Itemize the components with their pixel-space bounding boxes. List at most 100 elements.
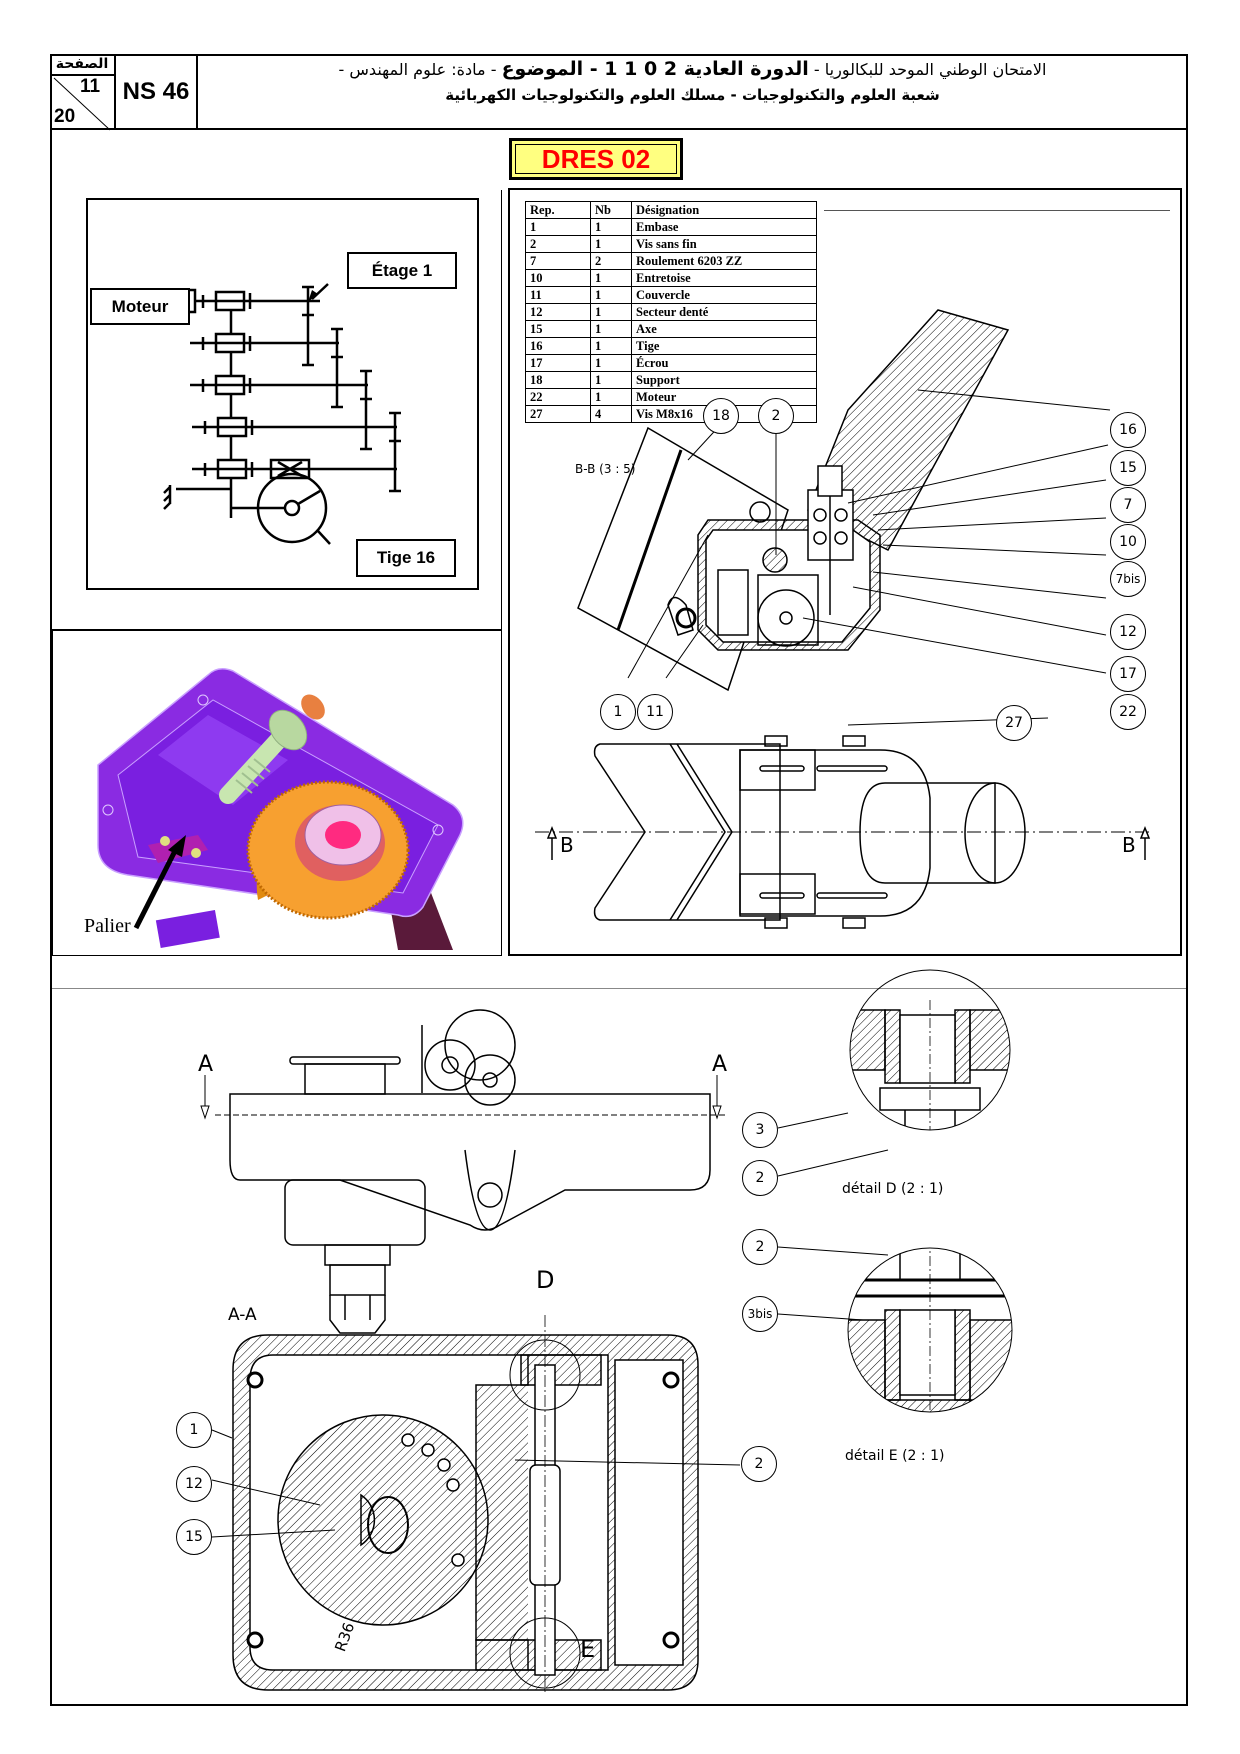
front-view-drawing bbox=[200, 1009, 728, 1266]
cut-a-left: A bbox=[198, 1052, 214, 1077]
cell: Roulement 6203 ZZ bbox=[631, 252, 817, 270]
title-subject-label: الموضوع bbox=[501, 58, 584, 80]
page-total: 20 bbox=[54, 106, 76, 127]
cell: 1 bbox=[590, 269, 632, 287]
cell: Secteur denté bbox=[631, 303, 817, 321]
bubble-16: 16 bbox=[1110, 412, 1146, 448]
bubble-aa-15: 15 bbox=[176, 1519, 212, 1555]
section-bb-drawing bbox=[577, 309, 1111, 726]
cell: 17 bbox=[525, 354, 591, 372]
document-title: DRES 02 bbox=[509, 138, 683, 180]
bubble-27: 27 bbox=[996, 705, 1032, 741]
bubble-17: 17 bbox=[1110, 656, 1146, 692]
cell: 1 bbox=[590, 286, 632, 304]
arrow-icon bbox=[308, 290, 318, 302]
section-aa-title: A-A bbox=[228, 1305, 257, 1325]
cell: 4 bbox=[590, 405, 632, 423]
cell: Vis sans fin bbox=[631, 235, 817, 253]
cell: 18 bbox=[525, 371, 591, 389]
section-bb-panel bbox=[508, 188, 1182, 956]
bubble-18: 18 bbox=[703, 398, 739, 434]
col-nb: Nb bbox=[590, 201, 632, 219]
detail-e-letter: E bbox=[580, 1635, 596, 1663]
cell: Couvercle bbox=[631, 286, 817, 304]
label-tige-16: Tige 16 bbox=[356, 539, 456, 577]
cell: 7 bbox=[525, 252, 591, 270]
detail-d-caption: détail D (2 : 1) bbox=[842, 1181, 944, 1197]
bubble-7bis: 7bis bbox=[1110, 561, 1146, 597]
bubble-15: 15 bbox=[1110, 450, 1146, 486]
cell: Tige bbox=[631, 337, 817, 355]
section-bb-title: B-B (3 : 5) bbox=[575, 462, 636, 476]
kinematic-panel bbox=[52, 190, 502, 630]
cable-gland bbox=[329, 1264, 386, 1334]
cut-a-right: A bbox=[712, 1052, 728, 1077]
page-number-box: الصفحة 11 20 bbox=[50, 54, 116, 131]
cell: 1 bbox=[590, 337, 632, 355]
title-session: الدورة العادية bbox=[683, 58, 809, 80]
section-aa-drawing bbox=[232, 1315, 699, 1695]
bubble-10: 10 bbox=[1110, 524, 1146, 560]
kinematic-diagram-box bbox=[86, 198, 479, 590]
detail-leaders bbox=[777, 1112, 889, 1321]
title-year: 2 0 1 1 - bbox=[583, 58, 684, 80]
cell: 2 bbox=[525, 235, 591, 253]
cell: 15 bbox=[525, 320, 591, 338]
col-designation: Désignation bbox=[631, 201, 817, 219]
bubble-2: 2 bbox=[758, 398, 794, 434]
bubble-e-3bis: 3bis bbox=[742, 1296, 778, 1332]
top-view-drawing bbox=[535, 735, 1151, 929]
bubble-1: 1 bbox=[600, 694, 636, 730]
kinematic-diagram bbox=[163, 283, 401, 545]
divider bbox=[52, 988, 1186, 989]
render-3d-image bbox=[97, 668, 464, 950]
exam-title-line2: شعبة العلوم والتكنولوجيات - مسلك العلوم … bbox=[445, 86, 940, 104]
cut-b-left: B bbox=[560, 833, 574, 857]
cell: 1 bbox=[590, 354, 632, 372]
cell: 11 bbox=[525, 286, 591, 304]
render-3d-panel bbox=[50, 630, 502, 956]
bubble-d-2: 2 bbox=[742, 1160, 778, 1196]
bubble-11: 11 bbox=[637, 694, 673, 730]
col-rep: Rep. bbox=[525, 201, 591, 219]
bubble-22: 22 bbox=[1110, 694, 1146, 730]
bubble-7: 7 bbox=[1110, 487, 1146, 523]
exam-title-line1: الامتحان الوطني الموحد للبكالوريا - الدو… bbox=[205, 58, 1180, 80]
exam-code: NS 46 bbox=[116, 54, 198, 130]
title-prefix: الامتحان الوطني الموحد للبكالوريا - bbox=[808, 60, 1047, 79]
cell: 1 bbox=[590, 320, 632, 338]
cell: 16 bbox=[525, 337, 591, 355]
detail-d-drawing bbox=[849, 969, 1011, 1131]
title-line bbox=[824, 210, 1170, 211]
bubble-e-2: 2 bbox=[742, 1229, 778, 1265]
header-band bbox=[50, 54, 1188, 130]
detail-e-caption: détail E (2 : 1) bbox=[845, 1448, 945, 1464]
bubble-12: 12 bbox=[1110, 614, 1146, 650]
label-etage-1: Étage 1 bbox=[347, 252, 457, 289]
cell: Support bbox=[631, 371, 817, 389]
cell: 27 bbox=[525, 405, 591, 423]
bubble-d-3: 3 bbox=[742, 1112, 778, 1148]
section-aa-leaders bbox=[211, 1429, 741, 1538]
cell: Axe bbox=[631, 320, 817, 338]
page-label: الصفحة bbox=[50, 54, 114, 76]
cell: 10 bbox=[525, 269, 591, 287]
detail-e-drawing bbox=[847, 1247, 1013, 1413]
bubble-aa-12: 12 bbox=[176, 1466, 212, 1502]
cell: 1 bbox=[590, 235, 632, 253]
cell: 2 bbox=[590, 252, 632, 270]
bubble-aa-1: 1 bbox=[176, 1412, 212, 1448]
cell: 1 bbox=[590, 303, 632, 321]
title-suffix: - مادة: علوم المهندس - bbox=[338, 60, 502, 79]
detail-d-letter: D bbox=[536, 1266, 555, 1294]
label-moteur: Moteur bbox=[90, 288, 190, 325]
